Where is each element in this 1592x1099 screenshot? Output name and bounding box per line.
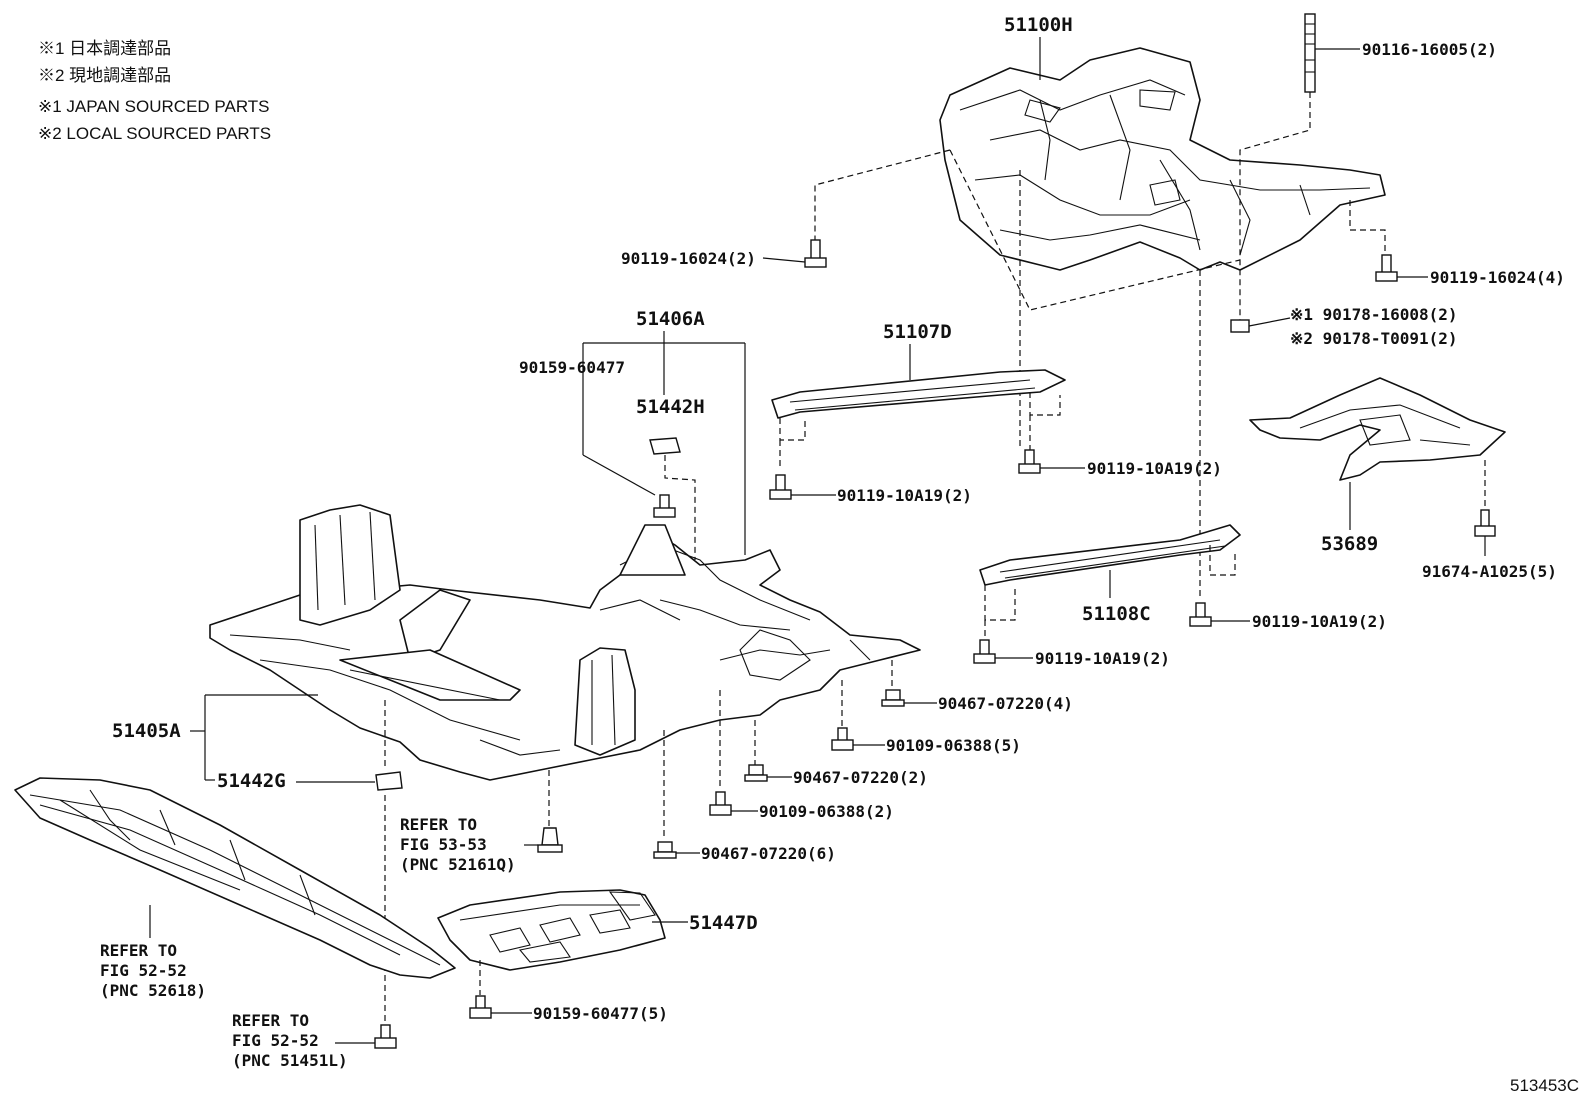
label-51406a: 51406A bbox=[636, 308, 705, 330]
under-cover-51405a[interactable] bbox=[209, 504, 921, 781]
ref-52618-line2: FIG 52-52 bbox=[100, 961, 187, 980]
ref-51451l-line2: FIG 52-52 bbox=[232, 1031, 319, 1050]
clip-51442h[interactable] bbox=[649, 437, 681, 455]
label-90467-07220-6: 90467-07220(6) bbox=[701, 844, 836, 863]
bolt-90109-2[interactable] bbox=[709, 791, 732, 816]
label-53689: 53689 bbox=[1321, 533, 1378, 555]
label-90178-t0091: ※2 90178-T0091(2) bbox=[1290, 329, 1458, 348]
bolt-91674[interactable] bbox=[1474, 509, 1496, 537]
label-90119-10a19-d: 90119-10A19(2) bbox=[1035, 649, 1170, 668]
label-90119-10a19-c: 90119-10A19(2) bbox=[1252, 612, 1387, 631]
label-51442h: 51442H bbox=[636, 396, 705, 418]
label-51108c: 51108C bbox=[1082, 603, 1151, 625]
label-51107d: 51107D bbox=[883, 321, 952, 343]
legend-line-3: ※1 JAPAN SOURCED PARTS bbox=[38, 97, 270, 116]
bolt-90119-10a19-c[interactable] bbox=[1189, 602, 1212, 627]
ref-52618-line1: REFER TO bbox=[100, 941, 177, 960]
clip-51442g[interactable] bbox=[375, 771, 403, 791]
bolt-90119-10a19-a[interactable] bbox=[1018, 449, 1041, 474]
brace-51107d[interactable] bbox=[771, 369, 1066, 419]
label-51100h: 51100H bbox=[1004, 14, 1073, 36]
nut-90178[interactable] bbox=[1230, 319, 1250, 333]
nut-90467-4[interactable] bbox=[881, 689, 905, 707]
ref-53-53-line3: (PNC 52161Q) bbox=[400, 855, 516, 874]
bolt-90119-10a19-b[interactable] bbox=[769, 474, 792, 500]
legend-line-4: ※2 LOCAL SOURCED PARTS bbox=[38, 124, 271, 143]
label-90119-10a19-b: 90119-10A19(2) bbox=[837, 486, 972, 505]
label-90109-06388-5: 90109-06388(5) bbox=[886, 736, 1021, 755]
cover-51447d[interactable] bbox=[437, 889, 666, 971]
front-spoiler-52618[interactable] bbox=[14, 777, 456, 979]
label-91674-a1025: 91674-A1025(5) bbox=[1422, 562, 1557, 581]
label-51405a: 51405A bbox=[112, 720, 181, 742]
nut-90467-2[interactable] bbox=[744, 764, 768, 782]
label-90109-06388-2: 90109-06388(2) bbox=[759, 802, 894, 821]
bolt-90109-5[interactable] bbox=[831, 727, 854, 751]
stud-90116[interactable] bbox=[1304, 13, 1316, 93]
label-90119-16024-right: 90119-16024(4) bbox=[1430, 268, 1565, 287]
diagram-code: 513453C bbox=[1510, 1076, 1579, 1095]
legend-line-2: ※2 現地調達部品 bbox=[38, 66, 171, 85]
clip-52161q[interactable] bbox=[537, 827, 563, 853]
ref-52618-line3: (PNC 52618) bbox=[100, 981, 206, 1000]
legend: ※1 日本調達部品 ※2 現地調達部品 ※1 JAPAN SOURCED PAR… bbox=[38, 39, 271, 143]
bolt-90159-60477-5[interactable] bbox=[469, 995, 492, 1019]
label-90119-10a19-a: 90119-10A19(2) bbox=[1087, 459, 1222, 478]
bolt-90119-10a19-d[interactable] bbox=[973, 639, 996, 664]
legend-line-1: ※1 日本調達部品 bbox=[38, 39, 171, 58]
label-90467-07220-2: 90467-07220(2) bbox=[793, 768, 928, 787]
label-90119-16024-left: 90119-16024(2) bbox=[621, 249, 756, 268]
label-90467-07220-4: 90467-07220(4) bbox=[938, 694, 1073, 713]
label-90178-16008: ※1 90178-16008(2) bbox=[1290, 305, 1458, 324]
ref-51451l-line1: REFER TO bbox=[232, 1011, 309, 1030]
ref-51451l-line3: (PNC 51451L) bbox=[232, 1051, 348, 1070]
bolt-90159-60477-top[interactable] bbox=[653, 494, 676, 518]
label-90159-60477-5: 90159-60477(5) bbox=[533, 1004, 668, 1023]
bolt-90119-16024-right[interactable] bbox=[1375, 254, 1398, 282]
bolt-90119-16024-left[interactable] bbox=[804, 239, 827, 268]
label-51447d: 51447D bbox=[689, 912, 758, 934]
clip-51451l[interactable] bbox=[374, 1024, 397, 1049]
ref-53-53-line1: REFER TO bbox=[400, 815, 477, 834]
label-90116-16005: 90116-16005(2) bbox=[1362, 40, 1497, 59]
nut-90467-6[interactable] bbox=[653, 841, 677, 859]
brace-51108c[interactable] bbox=[979, 524, 1241, 586]
crossmember-51100h[interactable] bbox=[939, 47, 1386, 271]
label-90159-60477: 90159-60477 bbox=[519, 358, 625, 377]
ref-53-53-line2: FIG 53-53 bbox=[400, 835, 487, 854]
label-51442g: 51442G bbox=[217, 770, 286, 792]
bracket-53689[interactable] bbox=[1249, 377, 1506, 481]
